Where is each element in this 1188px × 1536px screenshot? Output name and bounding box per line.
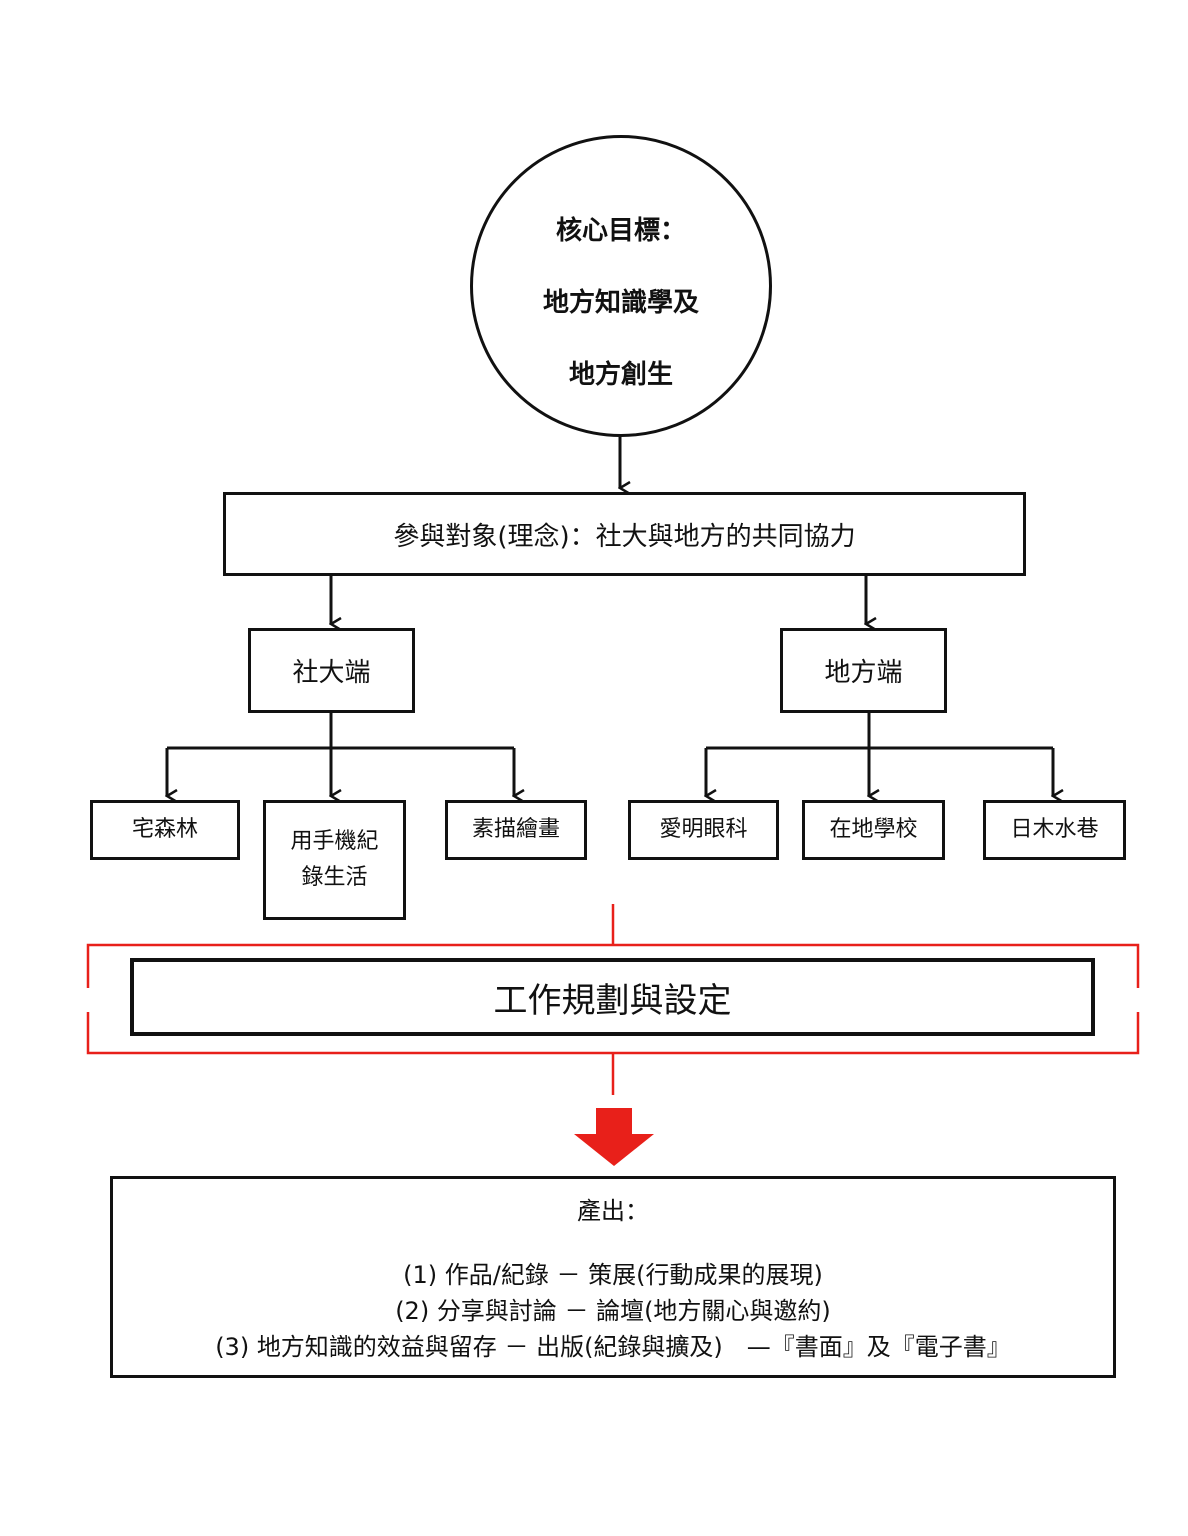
output-item-1: (1) 作品/紀錄 － 策展(行動成果的展現) [403, 1261, 823, 1289]
branch-label-left: 社大端 [292, 658, 371, 688]
branch-box-right: 地方端 [780, 628, 947, 713]
output-item-3: (3) 地方知識的效益與留存 － 出版(紀錄與擴及) —『書面』及『電子書』 [215, 1333, 1011, 1361]
leaf-box-left-3: 素描繪畫 [445, 800, 587, 860]
core-goal-circle: 核心目標： 地方知識學及 地方創生 [470, 135, 772, 437]
leaf-label: 在地學校 [829, 817, 918, 842]
output-title: 產出： [577, 1197, 649, 1225]
leaf-box-right-1: 愛明眼科 [628, 800, 779, 860]
participants-label: 參與對象(理念)：社大與地方的共同協力 [393, 521, 856, 552]
leaf-label: 宅森林 [131, 817, 198, 842]
planning-box: 工作規劃與設定 [130, 958, 1095, 1036]
core-goal-line-3: 地方創生 [568, 360, 673, 390]
leaf-box-left-2: 用手機紀錄生活 [263, 800, 406, 920]
leaf-box-right-2: 在地學校 [802, 800, 945, 860]
red-bracket [86, 904, 1140, 1095]
core-goal-line-1: 核心目標： [555, 216, 686, 246]
participants-box: 參與對象(理念)：社大與地方的共同協力 [223, 492, 1026, 576]
planning-label: 工作規劃與設定 [493, 980, 732, 1021]
leaf-box-right-3: 日木水巷 [983, 800, 1126, 860]
leaf-box-left-1: 宅森林 [90, 800, 240, 860]
branch-box-left: 社大端 [248, 628, 415, 713]
output-item-2: (2) 分享與討論 － 論壇(地方關心與邀約) [395, 1297, 831, 1325]
output-box: 產出： (1) 作品/紀錄 － 策展(行動成果的展現) (2) 分享與討論 － … [110, 1176, 1116, 1378]
core-goal-line-2: 地方知識學及 [542, 288, 699, 318]
leaf-label: 愛明眼科 [659, 817, 748, 842]
branch-label-right: 地方端 [824, 658, 903, 688]
leaf-label: 日木水巷 [1010, 817, 1099, 842]
leaf-label: 用手機紀錄生活 [290, 829, 379, 890]
red-down-arrow [574, 1108, 654, 1166]
leaf-label: 素描繪畫 [471, 817, 560, 842]
